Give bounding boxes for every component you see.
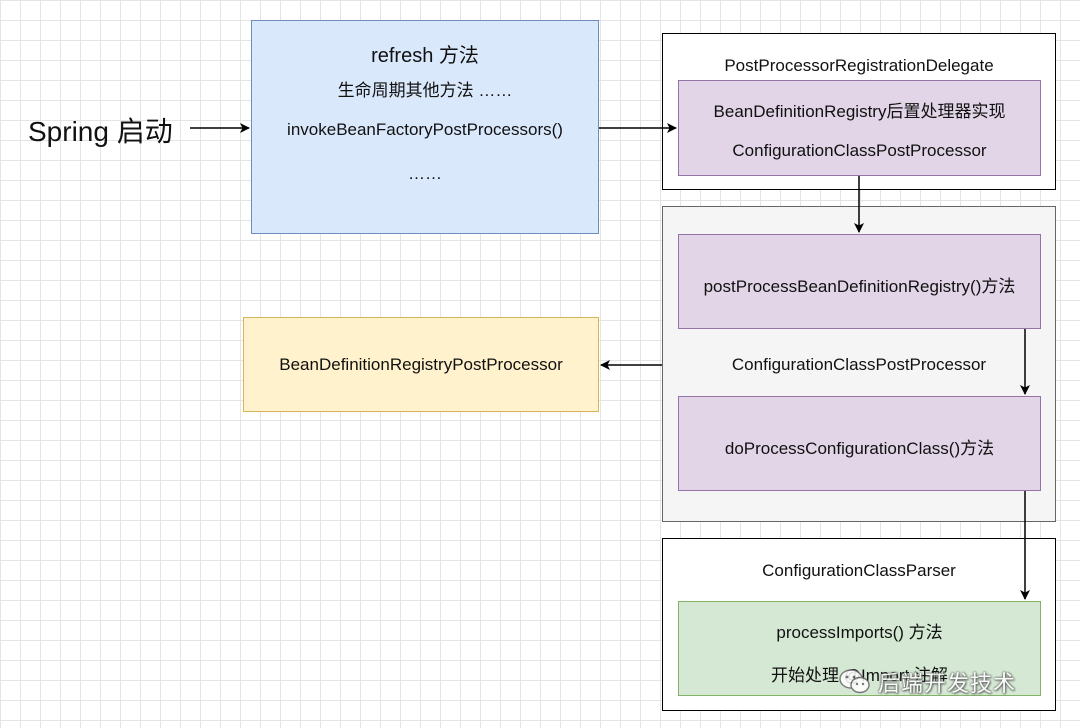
parser-title: ConfigurationClassParser [762,561,956,580]
registry-impl-class-text: ConfigurationClassPostProcessor [732,141,987,160]
refresh-method-box: refresh 方法 生命周期其他方法 …… invokeBeanFactory… [251,20,599,234]
refresh-title: refresh 方法 [371,45,479,67]
delegate-title: PostProcessorRegistrationDelegate [724,56,994,75]
post-process-registry-box: postProcessBeanDefinitionRegistry()方法 [678,234,1041,329]
registry-postprocessor-box: BeanDefinitionRegistry后置处理器实现 Configurat… [678,80,1041,176]
refresh-invoke-text: invokeBeanFactoryPostProcessors() [287,120,563,139]
registry-impl-text: BeanDefinitionRegistry后置处理器实现 [713,102,1006,121]
watermark: 后端开发技术 [838,666,1016,698]
spring-start-label: Spring 启动 [28,116,173,147]
do-process-config-text: doProcessConfigurationClass()方法 [724,439,995,458]
refresh-lifecycle-text: 生命周期其他方法 …… [337,81,513,100]
process-imports-text: processImports() 方法 [776,623,943,642]
post-process-registry-text: postProcessBeanDefinitionRegistry()方法 [703,277,1016,296]
refresh-ellipsis-text: …… [408,164,442,183]
config-post-processor-label: ConfigurationClassPostProcessor [731,355,987,374]
watermark-text: 后端开发技术 [878,671,1017,696]
bdrpp-box: BeanDefinitionRegistryPostProcessor [243,317,599,412]
do-process-config-box: doProcessConfigurationClass()方法 [678,396,1041,491]
bdrpp-text: BeanDefinitionRegistryPostProcessor [279,355,563,374]
wechat-icon [839,669,870,694]
